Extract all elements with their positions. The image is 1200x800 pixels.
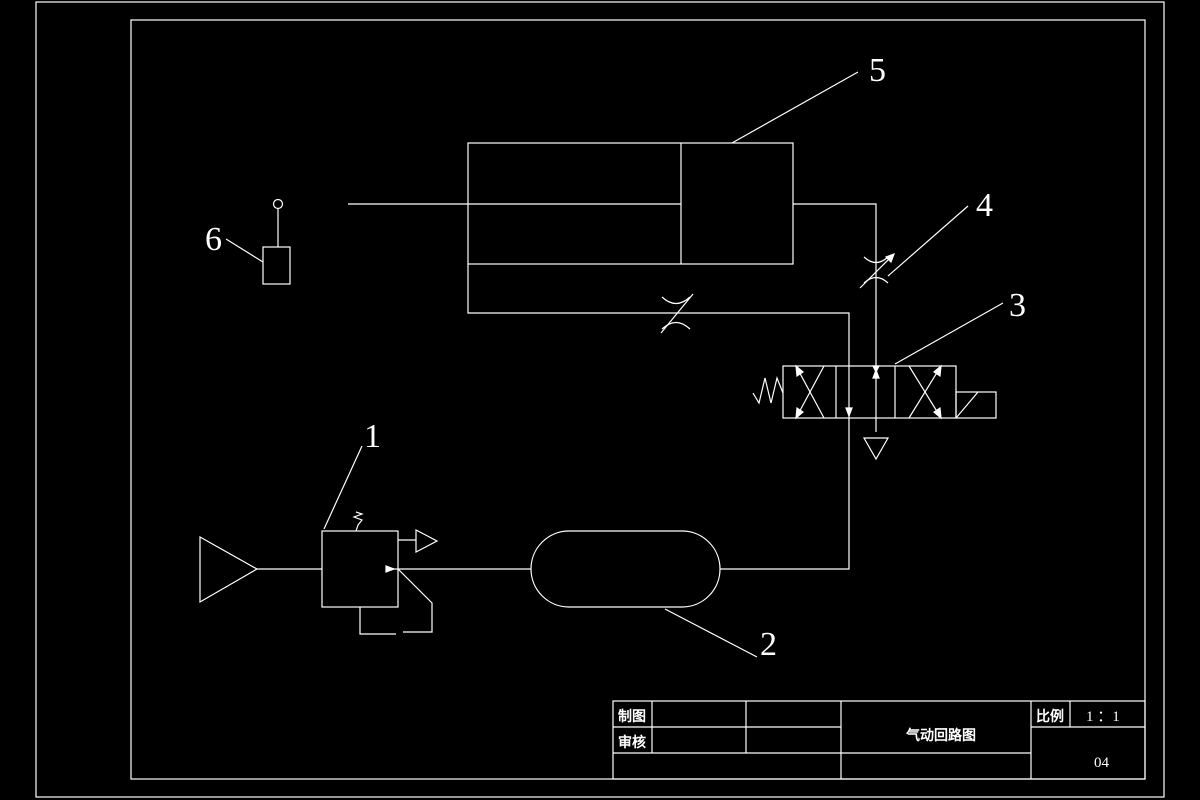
sheet-outer-border <box>35 1 1165 798</box>
air-reservoir <box>530 530 721 608</box>
pipe-cylinder-right <box>793 203 877 432</box>
throttle-valve-right <box>859 252 896 289</box>
pressure-regulator <box>321 511 439 635</box>
leader-1 <box>323 445 363 530</box>
directional-valve <box>752 364 997 420</box>
callout-1: 1 <box>364 418 381 455</box>
leader-2 <box>664 608 758 658</box>
drawn-by-label: 制图 <box>618 708 646 725</box>
sheet-inner-border <box>130 19 1146 780</box>
callout-3: 3 <box>1009 287 1026 324</box>
leader-3 <box>894 302 1004 365</box>
callout-4: 4 <box>976 187 993 224</box>
pipe-cylinder-bottom <box>467 264 850 366</box>
air-source-triangle <box>199 535 259 604</box>
exhaust-triangle <box>862 437 890 461</box>
leader-6 <box>225 238 264 263</box>
cylinder <box>348 142 794 265</box>
leader-4 <box>887 205 969 277</box>
pipe-valve-to-reservoir <box>720 418 850 570</box>
checked-by-label: 审核 <box>618 734 646 751</box>
drawing-title: 气动回路图 <box>905 727 976 744</box>
callout-2: 2 <box>760 626 777 663</box>
limit-sensor <box>262 198 291 285</box>
title-block <box>612 700 1146 780</box>
scale-label: 比例 <box>1036 708 1064 725</box>
leader-5 <box>731 71 859 144</box>
scale-value: 1 ：1 <box>1086 709 1120 725</box>
callout-5: 5 <box>869 52 886 89</box>
callout-6: 6 <box>205 221 222 258</box>
throttle-valve-lower <box>660 293 694 334</box>
drawing-number: 04 <box>1094 755 1110 771</box>
